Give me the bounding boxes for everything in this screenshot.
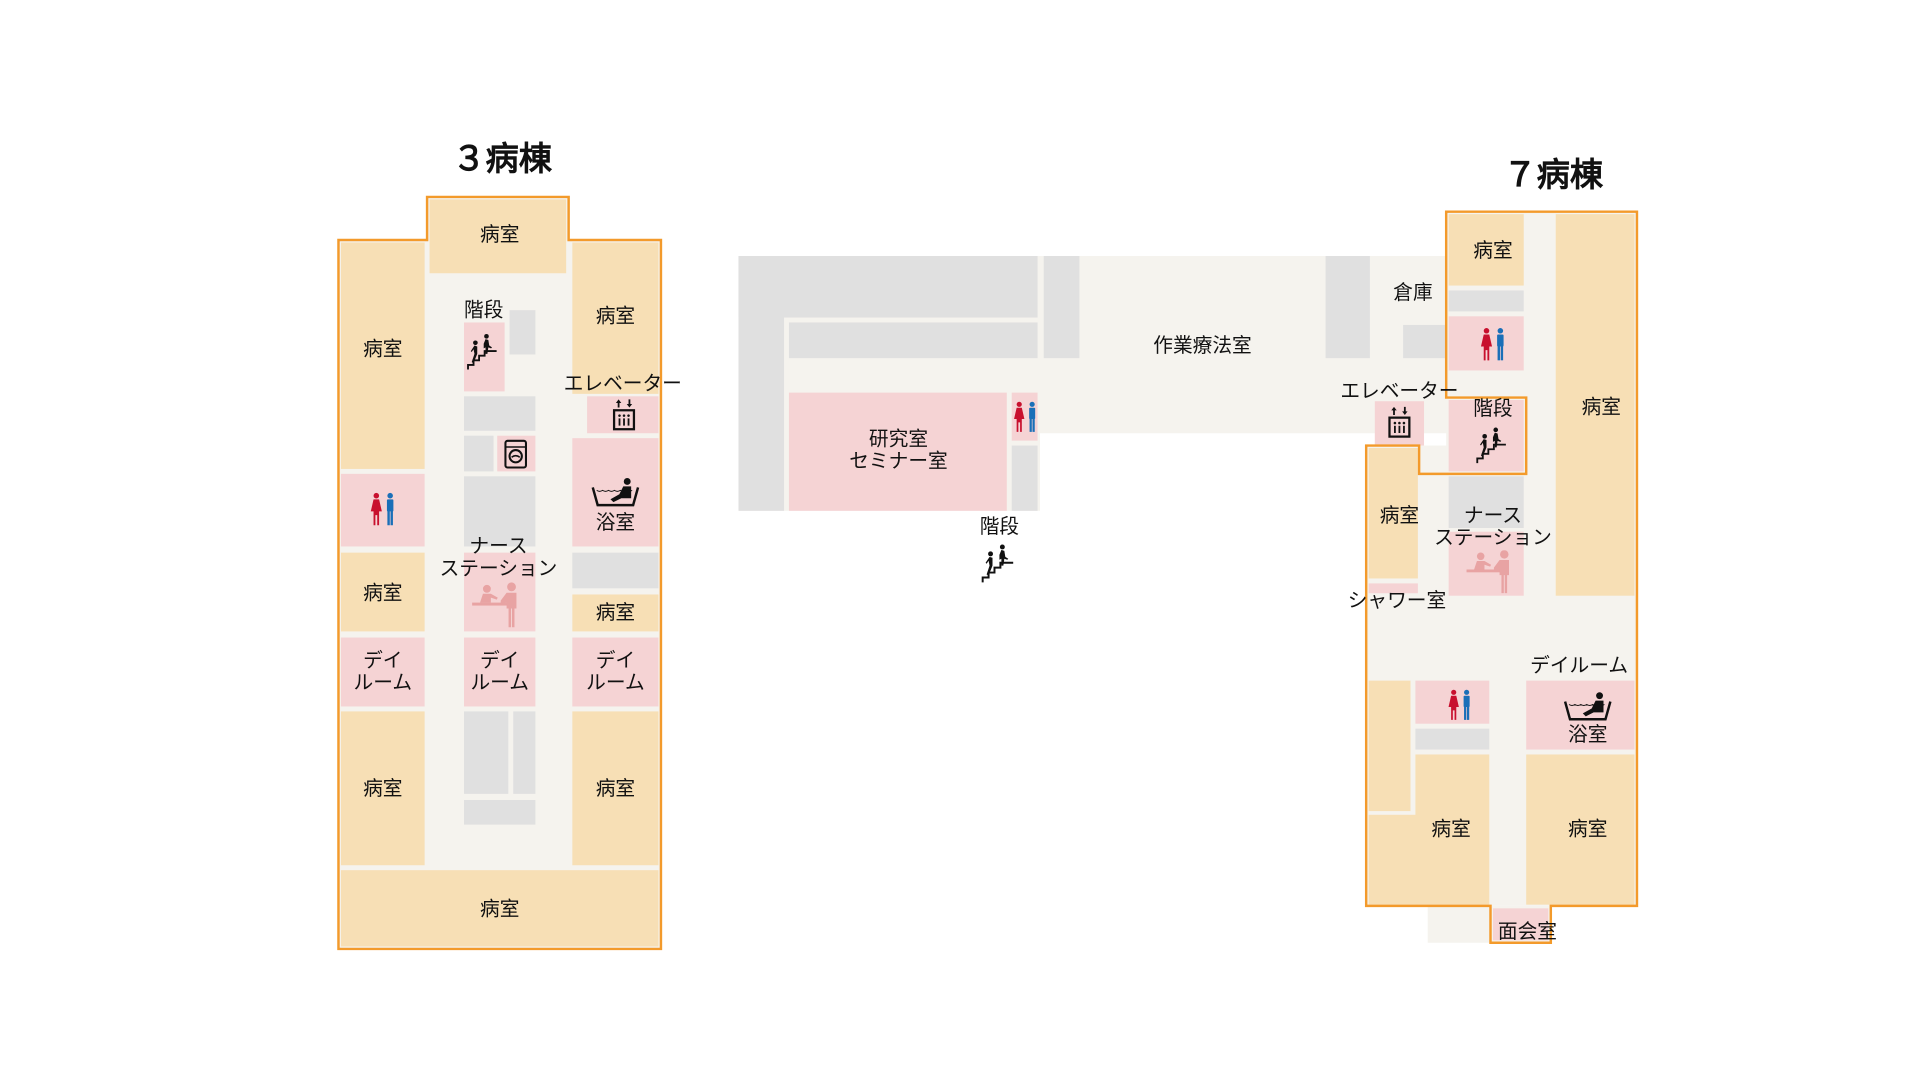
dayroom-label: デイルーム: [353, 648, 413, 695]
middle-utility: [1011, 445, 1038, 511]
room-label: 病室: [363, 337, 403, 361]
restroom-icon: [364, 491, 401, 528]
label-line: ステーション: [439, 556, 558, 580]
label-line: ルーム: [470, 670, 529, 695]
room-label: 病室: [595, 304, 636, 328]
middle-utility: [1325, 256, 1370, 359]
shower-room-label: シャワー室: [1347, 588, 1447, 612]
storage-label: 倉庫: [1393, 280, 1433, 305]
ward3-utility: [464, 711, 509, 794]
ward3-utility: [464, 396, 536, 431]
room-label: 病室: [1568, 817, 1608, 841]
stairs-label: 階段: [464, 297, 504, 322]
middle-utility: [1043, 256, 1080, 359]
restroom-icon: [1008, 399, 1042, 436]
nurse-station-icon: [1465, 550, 1522, 594]
ward3-title: ３病棟: [452, 140, 553, 179]
elevator-icon: [610, 398, 637, 432]
label-line: ステーション: [1434, 525, 1552, 549]
middle-utility: [788, 322, 1038, 359]
ward3-utility: [464, 435, 494, 472]
room-label: 病室: [595, 600, 636, 625]
label-line: デイ: [363, 648, 403, 673]
stairs-label: 階段: [979, 514, 1020, 538]
ward7-utility: [1448, 290, 1524, 312]
room-label: 病室: [1431, 817, 1471, 841]
label-line: ルーム: [586, 670, 645, 695]
storage-utility: [1403, 324, 1450, 359]
visiting-room-label: 面会室: [1497, 919, 1557, 943]
lab-seminar-label: 研究室セミナー室: [849, 428, 947, 472]
room-label: 病室: [595, 776, 636, 801]
room-label: 病室: [1473, 238, 1513, 263]
washing-machine-icon: [503, 439, 528, 470]
middle-utility: [738, 256, 1038, 318]
ward3-utility: [464, 800, 536, 825]
stairs-icon: [1474, 427, 1511, 464]
label-line: デイ: [595, 648, 636, 673]
elevator-label: エレベーター: [1340, 379, 1459, 403]
label-line: セミナー室: [849, 449, 948, 473]
ward3-utility: [509, 310, 536, 355]
middle-utility: [738, 256, 785, 511]
bath-icon: [591, 478, 640, 508]
room-label: 病室: [1379, 503, 1420, 527]
ward3-utility-right: [572, 552, 659, 589]
room-label: 病室: [1581, 395, 1621, 419]
restroom-icon: [1474, 326, 1511, 363]
ward7-room-lower-left-ext: [1368, 814, 1418, 905]
ward3-utility: [513, 711, 536, 794]
label-line: ナース: [1463, 503, 1522, 527]
room-label: 病室: [363, 776, 403, 801]
label-line: 研究室: [868, 427, 929, 451]
label-line: デイ: [479, 648, 520, 673]
nurse-station-icon: [470, 582, 529, 629]
restroom-icon: [1442, 687, 1476, 724]
bath-icon: [1563, 692, 1612, 722]
elevator-label: エレベーター: [563, 371, 682, 396]
label-line: ルーム: [353, 670, 413, 695]
lab-seminar-room[interactable]: [788, 392, 1007, 511]
stairs-label: 階段: [1473, 396, 1513, 420]
stairs-icon: [465, 334, 502, 371]
room-label: 病室: [480, 222, 520, 247]
ward7-room-small[interactable]: [1368, 680, 1411, 812]
bath-label: 浴室: [595, 510, 636, 535]
nurse-station-label: ナースステーション: [1434, 503, 1552, 549]
ward7-title: ７病棟: [1503, 156, 1604, 195]
elevator-icon: [1386, 405, 1413, 439]
nurse-station-label: ナースステーション: [440, 535, 558, 579]
dayroom-label: デイルーム: [586, 648, 645, 695]
room-label: 病室: [363, 580, 403, 605]
label-line: ナース: [469, 534, 528, 558]
bath-label: 浴室: [1568, 722, 1608, 746]
stairs-icon: [980, 540, 1019, 587]
room-label: 病室: [480, 897, 520, 921]
dayroom-label: デイルーム: [470, 648, 529, 695]
dayroom-label: デイルーム: [1530, 653, 1629, 677]
ot-room-label: 作業療法室: [1153, 333, 1252, 357]
ward7-utility: [1415, 728, 1490, 750]
